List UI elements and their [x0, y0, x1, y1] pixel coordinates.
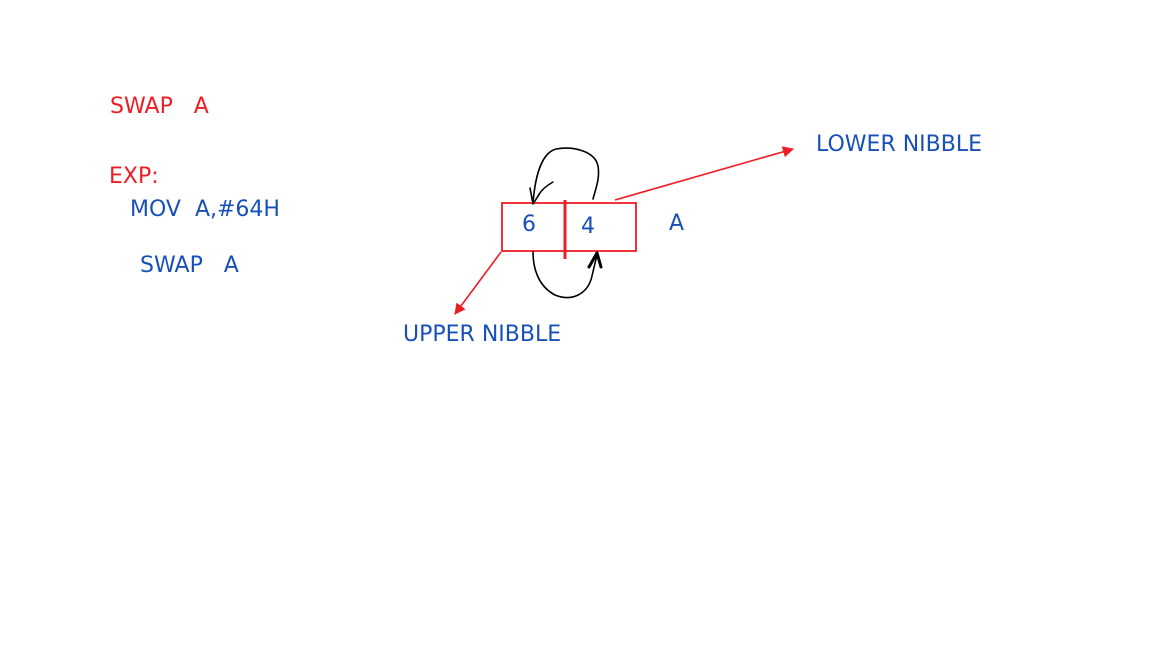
top-swap-arrowhead-icon: [529, 187, 541, 205]
upper-nibble-value: 6: [522, 212, 536, 237]
lower-nibble-pointer-arrow: [614, 146, 795, 201]
example-label: EXP:: [109, 164, 159, 189]
code-line-swap: SWAP A: [140, 253, 239, 278]
register-box: [501, 202, 637, 252]
upper-nibble-label: UPPER NIBBLE: [403, 322, 562, 347]
instruction-title: SWAP A: [110, 94, 209, 119]
upper-nibble-pointer-arrow: [454, 251, 502, 315]
bottom-swap-arrowhead-icon: [587, 251, 603, 269]
register-name: A: [669, 211, 685, 236]
top-swap-stroke-detail: [537, 181, 554, 197]
code-line-mov: MOV A,#64H: [130, 197, 280, 222]
lower-nibble-value: 4: [581, 214, 595, 239]
bottom-swap-curve: [532, 251, 598, 299]
top-swap-curve: [532, 147, 600, 204]
lower-nibble-label: LOWER NIBBLE: [816, 132, 983, 157]
